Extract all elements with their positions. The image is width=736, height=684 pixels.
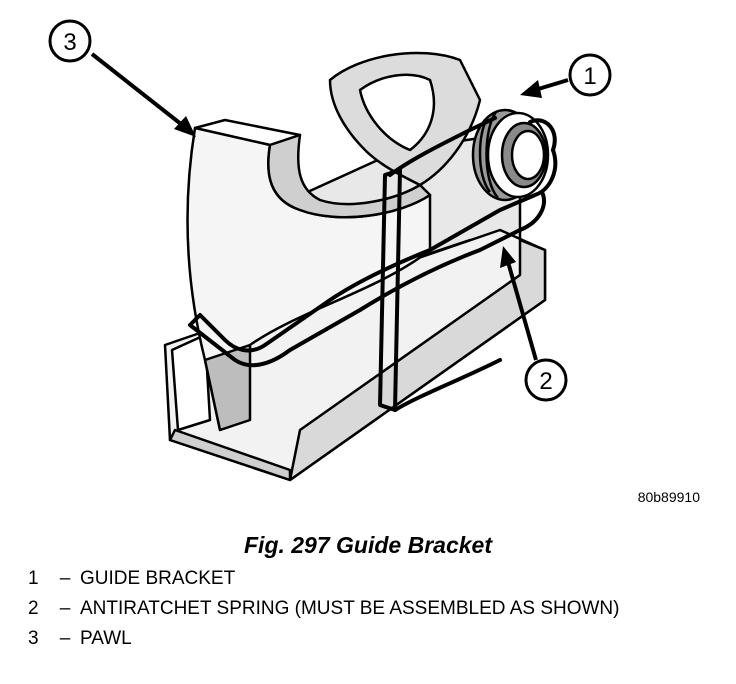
legend-dash: – <box>59 568 71 589</box>
antiratchet-spring <box>188 116 558 412</box>
legend-dash: – <box>59 598 71 619</box>
callout-2: 2 <box>500 246 568 402</box>
legend-number: 1 <box>28 568 39 589</box>
legend-number: 2 <box>28 598 39 619</box>
callout-1: 1 <box>520 53 612 98</box>
legend-text: ANTIRATCHET SPRING (MUST BE ASSEMBLED AS… <box>80 598 620 619</box>
callout-2-label: 2 <box>539 368 552 395</box>
legend-text: PAWL <box>80 628 132 649</box>
legend: 1 – GUIDE BRACKET 2 – ANTIRATCHET SPRING… <box>28 568 718 658</box>
callout-1-label: 1 <box>583 63 596 90</box>
pawl <box>186 51 482 432</box>
callout-3: 3 <box>48 19 196 137</box>
legend-dash: – <box>59 628 71 649</box>
legend-text: GUIDE BRACKET <box>80 568 236 589</box>
legend-item: 1 – GUIDE BRACKET <box>28 568 718 589</box>
callout-3-label: 3 <box>63 29 76 56</box>
figure-caption: Fig. 297 Guide Bracket <box>244 532 492 558</box>
legend-item: 3 – PAWL <box>28 628 718 649</box>
pivot-pin <box>471 108 550 202</box>
legend-number: 3 <box>28 628 39 649</box>
legend-item: 2 – ANTIRATCHET SPRING (MUST BE ASSEMBLE… <box>28 598 718 619</box>
reference-code: 80b89910 <box>638 489 701 505</box>
